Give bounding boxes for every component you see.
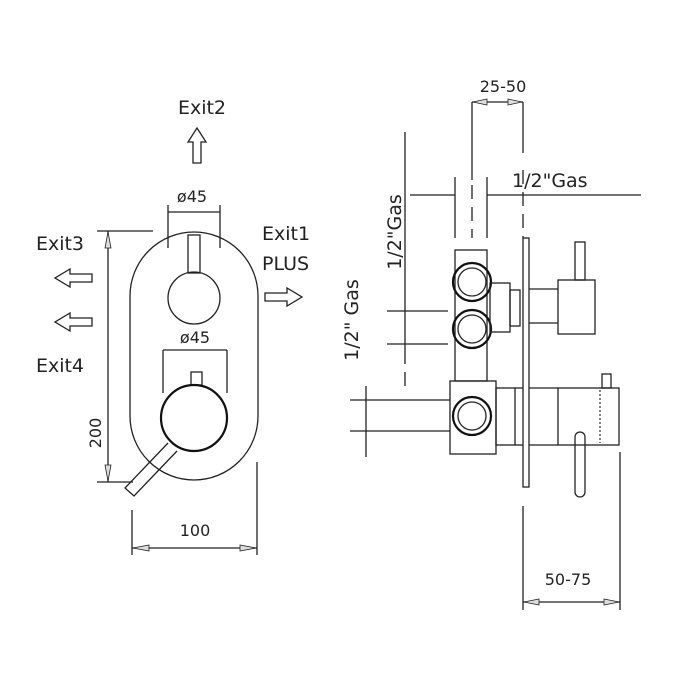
mixer-lever [124,442,178,497]
mixer-handle-side [557,387,620,446]
mixer-cap [190,371,203,386]
outlet-port-1-inner [457,267,487,297]
arrowhead-icon [132,544,150,552]
diverter-stem [187,234,201,274]
exit1-plus-label: PLUS [262,253,309,275]
inlet-top-dim: 1/2"Gas [512,170,588,192]
arrowhead-icon [472,98,488,106]
diverter-spindle [509,289,521,327]
inlet-left-lower-dim: 1/2" Gas [341,279,363,361]
cover-plate [129,231,259,481]
arrowhead-icon [603,598,620,606]
arrowhead-icon [239,544,257,552]
inlet-port-inner [457,401,487,431]
exit3-arrow-icon [53,267,93,289]
exit2-arrow-icon [186,126,208,164]
front-view: Exit2 Exit3 Exit4 Exit1 PLUS ø45 ø45 200 [36,97,310,555]
lower-diameter-dim: ø45 [180,328,210,347]
cover-plate-side [522,237,530,488]
exit1-label: Exit1 [262,223,310,245]
arrowhead-icon [507,98,523,106]
mixer-cap-side [601,373,612,389]
mixer-knob [159,383,229,453]
depth-dim: 25-50 [480,77,527,96]
arrowhead-icon [523,598,540,606]
exit2-label: Exit2 [178,97,226,119]
arrowhead-icon [104,231,112,249]
outlet-port-1 [451,261,493,303]
outlet-port-2-inner [457,314,487,344]
inlet-left-upper-dim: 1/2"Gas [384,194,406,270]
exit4-label: Exit4 [36,355,84,377]
diverter-handle-side [557,279,596,335]
arrowhead-icon [104,464,112,482]
exit1-arrow-icon [264,286,304,308]
projection-dim: 50-75 [545,570,592,589]
mixer-lever-side [574,431,586,498]
inlet-port [451,395,493,437]
width-dim: 100 [180,521,211,540]
upper-diameter-dim: ø45 [177,187,207,206]
diverter-stem-side [574,241,586,281]
cartridge-housing [495,387,516,446]
side-view: 25-50 1/2"Gas [341,77,641,610]
exit4-arrow-icon [53,311,93,333]
diverter-nut [489,282,511,333]
outlet-port-2 [451,308,493,350]
exit3-label: Exit3 [36,233,84,255]
valve-body-lower [449,380,497,455]
diverter-knob [167,271,221,325]
height-dim: 200 [86,418,105,449]
